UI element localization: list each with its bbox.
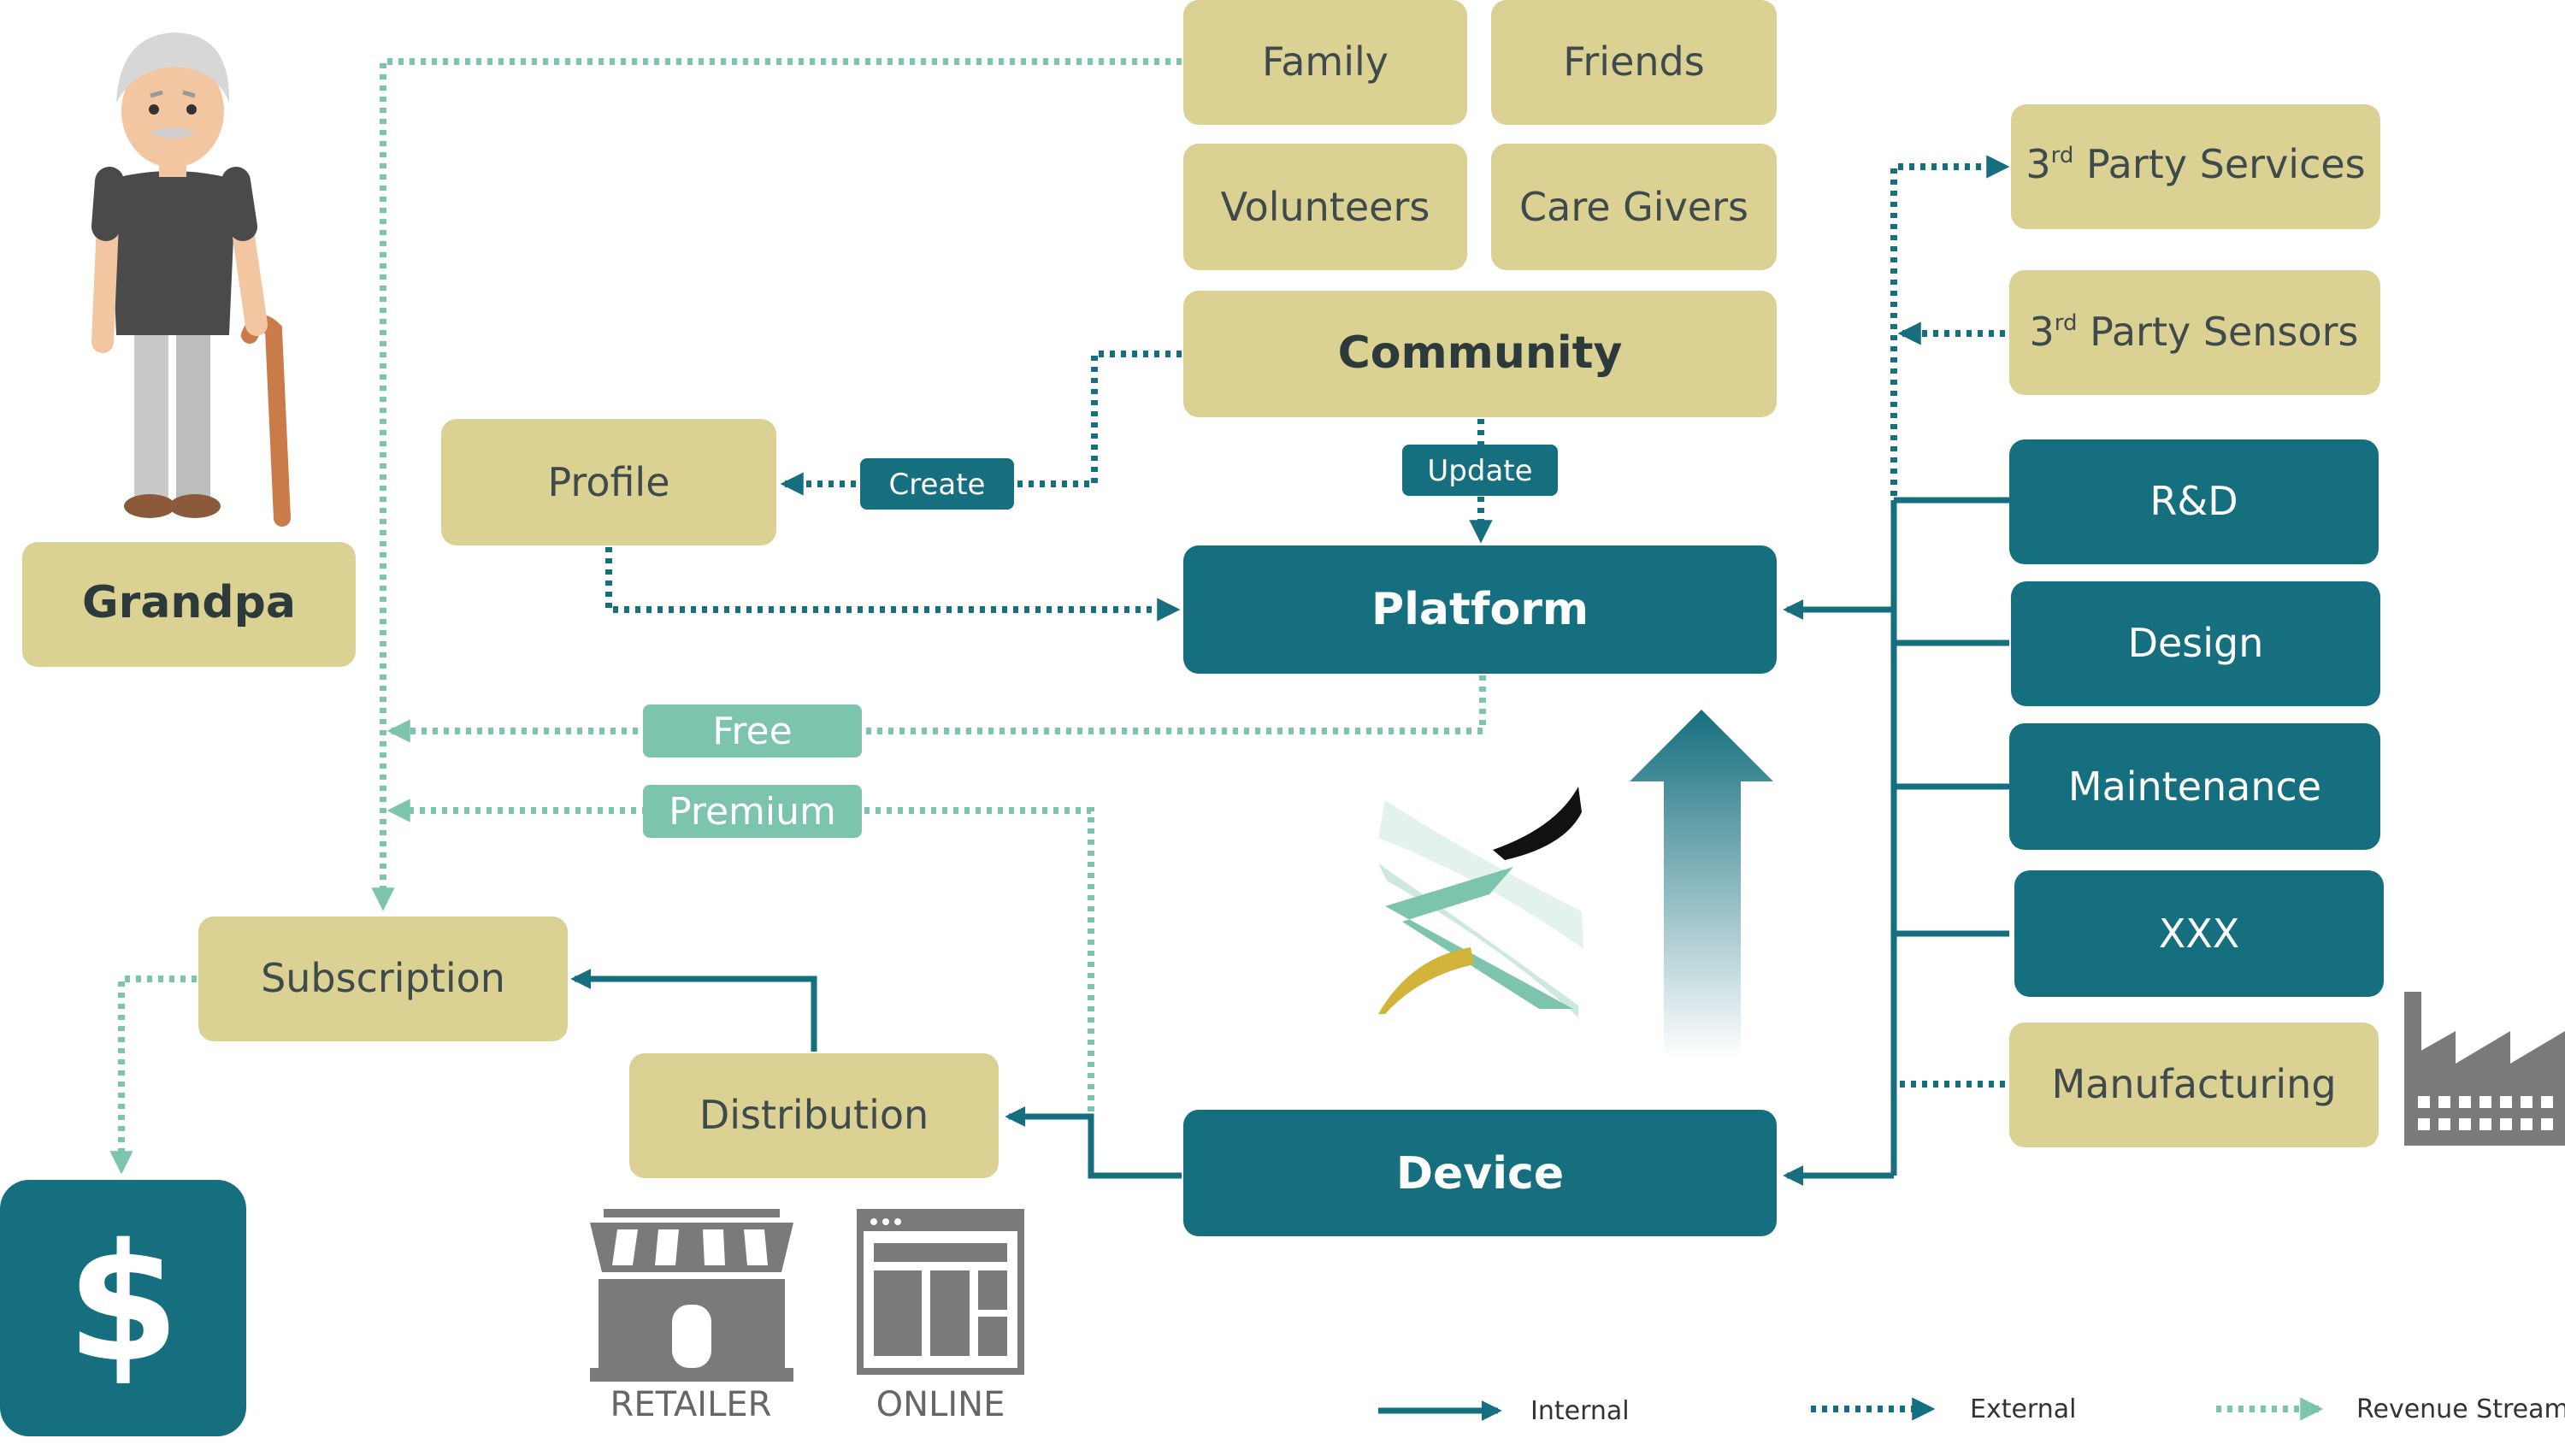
device-box: Device bbox=[1183, 1110, 1777, 1236]
brand-logo-icon bbox=[1378, 787, 1583, 1017]
grandpa-figure-icon bbox=[91, 32, 291, 527]
maintenance-label: Maintenance bbox=[2068, 763, 2321, 810]
legend-revenue-stream: Revenue Stream bbox=[2216, 1394, 2565, 1424]
premium-tag: Premium bbox=[643, 785, 862, 838]
volunteers-box: Volunteers bbox=[1183, 144, 1467, 270]
grandpa-label: Grandpa bbox=[82, 577, 296, 628]
platform-box: Platform bbox=[1183, 545, 1777, 674]
premium-tag-label: Premium bbox=[669, 790, 836, 834]
community-label: Community bbox=[1338, 327, 1623, 379]
external-line-profile-to-platform bbox=[605, 547, 1181, 622]
revenue-line-free bbox=[386, 675, 1486, 743]
manufacturing-box: Manufacturing bbox=[2009, 1023, 2379, 1147]
xxx-box: XXX bbox=[2014, 870, 2384, 997]
friends-box: Friends bbox=[1491, 0, 1777, 125]
legend-external: External bbox=[1811, 1394, 2076, 1424]
grandpa-box: Grandpa bbox=[22, 542, 356, 667]
subscription-label: Subscription bbox=[261, 955, 505, 1001]
internal-line-distribution-to-subscription bbox=[570, 969, 817, 1052]
web-page-icon bbox=[857, 1209, 1024, 1375]
legend-revenue-stream-label: Revenue Stream bbox=[2356, 1394, 2565, 1424]
create-tag: Create bbox=[860, 458, 1014, 510]
dollar-symbol: $ bbox=[67, 1209, 180, 1398]
internal-line-device-to-distribution bbox=[1005, 1106, 1182, 1179]
family-label: Family bbox=[1262, 38, 1389, 85]
legend-internal: Internal bbox=[1378, 1396, 1630, 1426]
factory-icon bbox=[2404, 992, 2565, 1146]
3rd-party-services-box: 3rd Party Services bbox=[2011, 104, 2380, 229]
profile-box: Profile bbox=[441, 419, 776, 545]
legend: Internal External Revenue Stream bbox=[1378, 1394, 2565, 1426]
design-label: Design bbox=[2128, 620, 2264, 666]
external-line-to-3rd-party-services bbox=[1890, 155, 2010, 496]
distribution-box: Distribution bbox=[629, 1053, 999, 1178]
distribution-label: Distribution bbox=[699, 1092, 929, 1138]
care-givers-box: Care Givers bbox=[1491, 144, 1777, 270]
profile-label: Profile bbox=[547, 459, 669, 505]
revenue-line-premium bbox=[386, 799, 1094, 1111]
platform-label: Platform bbox=[1371, 584, 1589, 635]
update-tag-label: Update bbox=[1427, 454, 1532, 488]
friends-label: Friends bbox=[1563, 38, 1704, 85]
care-givers-label: Care Givers bbox=[1519, 184, 1748, 230]
design-box: Design bbox=[2011, 581, 2380, 706]
xxx-label: XXX bbox=[2159, 911, 2240, 957]
community-box: Community bbox=[1183, 291, 1777, 417]
retailer-label: RETAILER bbox=[610, 1385, 772, 1424]
device-label: Device bbox=[1396, 1148, 1564, 1200]
free-tag: Free bbox=[643, 704, 862, 757]
create-tag-label: Create bbox=[889, 468, 986, 502]
volunteers-label: Volunteers bbox=[1221, 184, 1430, 230]
online-label: ONLINE bbox=[876, 1385, 1005, 1424]
rnd-box: R&D bbox=[2009, 439, 2379, 564]
dollar-icon: $ bbox=[0, 1180, 246, 1436]
3rd-party-services-label: 3rd Party Services bbox=[2025, 141, 2365, 187]
family-box: Family bbox=[1183, 0, 1467, 125]
3rd-party-sensors-box: 3rd Party Sensors bbox=[2009, 270, 2380, 395]
legend-internal-label: Internal bbox=[1530, 1396, 1630, 1426]
update-tag: Update bbox=[1402, 445, 1558, 496]
growth-arrow-icon bbox=[1630, 710, 1773, 1058]
3rd-party-sensors-label: 3rd Party Sensors bbox=[2030, 309, 2359, 355]
manufacturing-label: Manufacturing bbox=[2051, 1061, 2336, 1107]
storefront-icon bbox=[590, 1209, 793, 1382]
revenue-line-subscription-to-dollar bbox=[109, 976, 197, 1175]
legend-external-label: External bbox=[1970, 1394, 2076, 1424]
subscription-box: Subscription bbox=[198, 917, 568, 1041]
rnd-label: R&D bbox=[2149, 478, 2238, 524]
free-tag-label: Free bbox=[712, 710, 792, 753]
maintenance-box: Maintenance bbox=[2009, 723, 2380, 850]
